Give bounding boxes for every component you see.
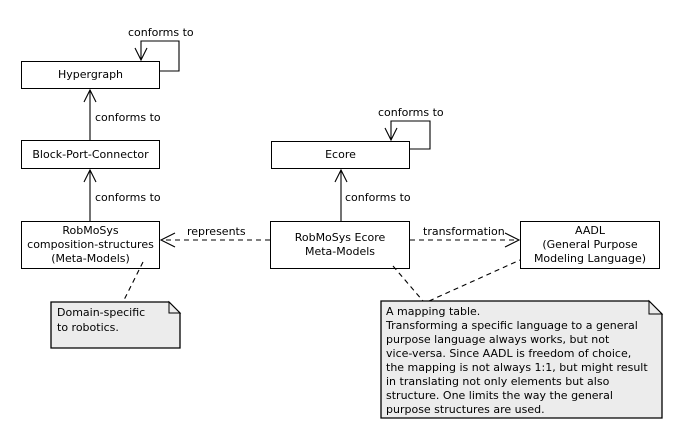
connector-mapping-note-to-ecoremm [392, 265, 424, 302]
node-aadl: AADL (General Purpose Modeling Language) [520, 221, 660, 269]
node-ecore: Ecore [271, 141, 410, 169]
edge-label-transformation: transformation [423, 225, 505, 238]
note-line: Domain-specific [57, 306, 146, 319]
node-label-line: Modeling Language) [533, 252, 647, 265]
mapping-note-text: A mapping table. Transforming a specific… [386, 305, 648, 417]
note-line: in translating not only elements but als… [386, 375, 610, 388]
node-label-line: RobMoSys [62, 224, 119, 237]
arrowhead-down-icon [384, 127, 398, 142]
node-hypergraph: Hypergraph [21, 61, 160, 89]
note-line: purpose structures are used. [386, 403, 545, 416]
note-line: to robotics. [57, 321, 119, 334]
domain-note-text: Domain-specific to robotics. [57, 305, 145, 335]
arrowhead-up-icon [83, 168, 97, 183]
arrowhead-left-icon [159, 232, 176, 248]
note-line: the mapping is not always 1:1, but might… [386, 361, 648, 374]
edge-label-conforms-to: conforms to [128, 26, 194, 39]
edge-label-conforms-to: conforms to [378, 106, 444, 119]
domain-note-fold-icon [168, 300, 182, 314]
node-label: Ecore [325, 148, 356, 161]
note-line: vice-versa. Since AADL is freedom of cho… [386, 347, 632, 360]
note-line: A mapping table. [386, 305, 481, 318]
edge-label-represents: represents [187, 225, 246, 238]
mapping-note-fold-icon [648, 299, 664, 315]
edge-label-conforms-to: conforms to [345, 191, 411, 204]
node-robmosys-ecore-meta-models: RobMoSys Ecore Meta-Models [270, 221, 410, 269]
node-label-line: (Meta-Models) [51, 252, 130, 265]
node-label: Block-Port-Connector [32, 147, 149, 161]
node-label-line: Meta-Models [304, 245, 376, 258]
note-line: purpose language always works, but not [386, 333, 610, 346]
node-label-line: composition-structures [27, 238, 154, 251]
node-label: Hypergraph [57, 68, 124, 81]
arrowhead-up-icon [334, 168, 348, 183]
note-line: Transforming a specific language to a ge… [386, 319, 638, 332]
node-label-line: AADL [575, 224, 605, 237]
note-line: structure. One limits the way the genera… [386, 389, 613, 402]
node-label-line: (General Purpose [542, 238, 638, 251]
arrowhead-down-icon [134, 47, 148, 62]
connector-mapping-note-to-aadl [428, 259, 521, 302]
node-label-line: RobMoSys Ecore [294, 231, 386, 244]
arrowhead-right-icon [504, 232, 521, 248]
node-block-port-connector: Block-Port-Connector [21, 140, 160, 169]
edge-label-conforms-to: conforms to [95, 191, 161, 204]
edge-label-conforms-to: conforms to [95, 111, 161, 124]
node-robmosys-composition-structures: RobMoSys composition-structures (Meta-Mo… [21, 221, 160, 269]
arrowhead-up-icon [83, 88, 97, 103]
